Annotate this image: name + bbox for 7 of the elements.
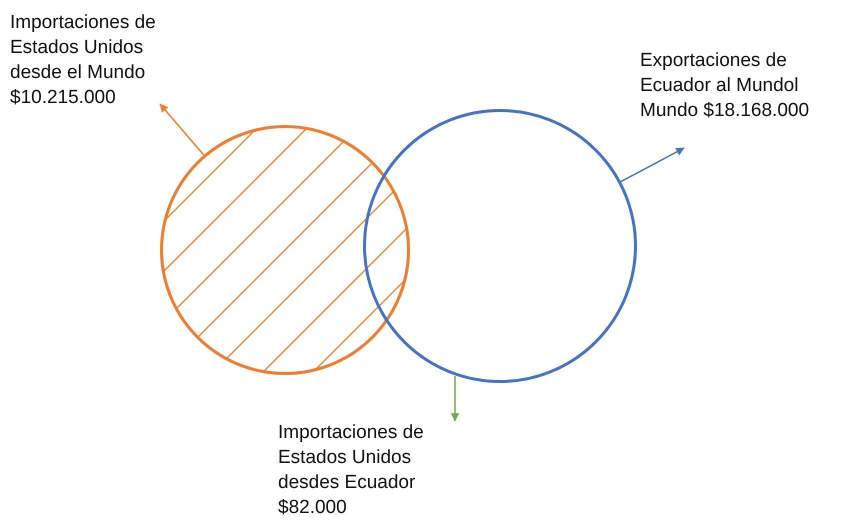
annotation-text: Importaciones de Estados Unidos desdes Ecuador $82.000 xyxy=(278,420,463,520)
arrow xyxy=(159,104,204,156)
arrow xyxy=(620,147,685,182)
venn-circle xyxy=(363,109,637,383)
annotation-text: Exportaciones de Ecuador al Mundol Mundo $18.168.000 xyxy=(640,48,825,123)
arrow xyxy=(450,376,460,422)
annotation-text: Importaciones de Estados Unidos desde el Mundo $10.215.000 xyxy=(10,10,175,110)
